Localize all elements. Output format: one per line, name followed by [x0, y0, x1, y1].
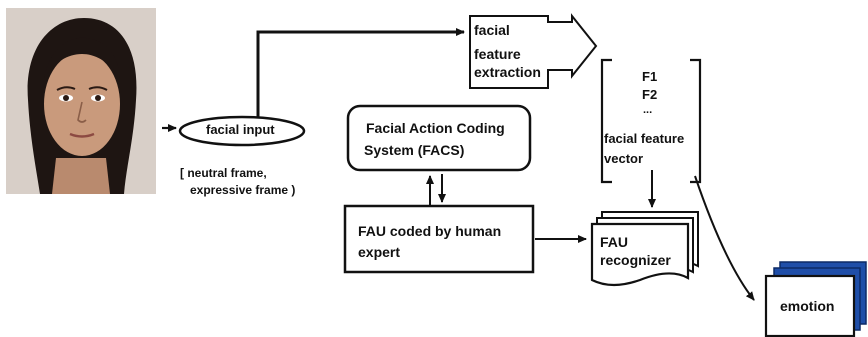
facs-box-line2: System (FACS): [364, 142, 465, 158]
fau-human-line1: FAU coded by human: [358, 223, 502, 239]
feature-vector-f2: F2: [642, 87, 658, 102]
feature-extraction-line1: facial: [474, 22, 510, 38]
fau-recognizer-line2: recognizer: [600, 252, 671, 268]
arrow-vector-to-emotion: [694, 175, 755, 301]
face-photo-illustration: [6, 8, 156, 194]
arrow-input-to-extraction: [256, 28, 465, 117]
fau-human-line2: expert: [358, 244, 401, 260]
fau-human-box: [343, 204, 535, 274]
feature-extraction-box: [469, 13, 598, 89]
feature-vector-f1: F1: [642, 69, 658, 84]
emotion-label: emotion: [780, 298, 835, 314]
fau-recognizer-stack: [590, 211, 699, 287]
feature-vector-line1: facial feature: [604, 131, 685, 146]
fau-recognizer-line1: FAU: [600, 234, 628, 250]
face-photo: [6, 8, 156, 194]
frames-note-line2: expressive frame ): [190, 183, 296, 197]
feature-vector-line2: vector: [604, 151, 644, 166]
frames-note-line1: [ neutral frame,: [180, 166, 267, 180]
feature-extraction-line2: feature: [474, 46, 521, 62]
facial-input-ellipse: [178, 115, 306, 147]
facs-box: [346, 104, 532, 172]
feature-vector-left-bracket: [600, 58, 612, 184]
feature-extraction-line3: extraction: [474, 64, 541, 80]
feature-vector-dots: ...: [643, 104, 653, 116]
feature-vector-right-bracket: [690, 58, 702, 184]
emotion-stack: [764, 261, 867, 337]
facs-box-line1: Facial Action Coding: [366, 120, 505, 136]
facial-input-label: facial input: [206, 122, 275, 137]
